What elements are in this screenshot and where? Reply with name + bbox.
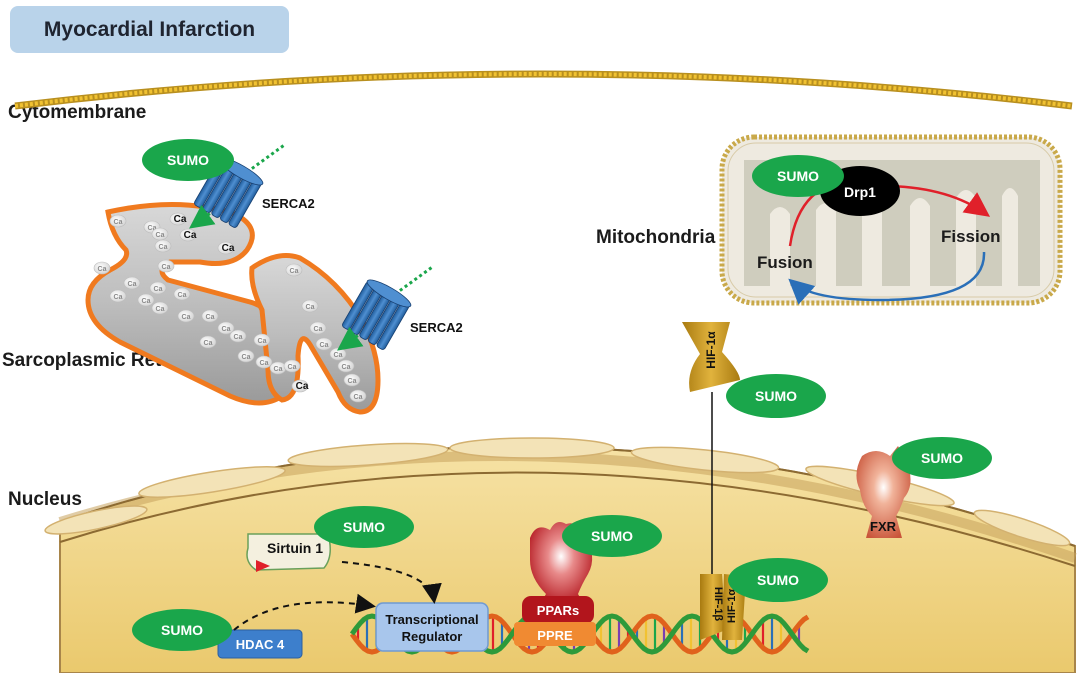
ca-ion-label: Ca — [222, 326, 231, 333]
transcriptional-regulator-label-line2: Regulator — [402, 629, 463, 644]
ca-ion-label: Ca — [354, 394, 363, 401]
sumo-label: SUMO — [755, 388, 797, 404]
ca-ion-label: Ca — [306, 304, 315, 311]
hif1a-label-cytoplasmic: HIF-1α — [704, 331, 718, 369]
serca2-pump-lower — [337, 266, 433, 351]
ca-ion-label: Ca — [314, 326, 323, 333]
ca-ion-label: Ca — [178, 292, 187, 299]
ca-ion-label: Ca — [154, 286, 163, 293]
ppars-label: PPARs — [537, 603, 579, 618]
sumo-label: SUMO — [343, 519, 385, 535]
ca-ion-label: Ca — [274, 366, 283, 373]
drp1-label: Drp1 — [844, 184, 876, 200]
cytomembrane-label: Cytomembrane — [8, 102, 147, 123]
hif1b-label: HIF-1β — [712, 587, 724, 622]
ca-ion-label: Ca — [174, 214, 187, 225]
ca-ion-label: Ca — [234, 334, 243, 341]
transcriptional-regulator-label-line1: Transcriptional — [385, 612, 478, 627]
serca2-label-upper: SERCA2 — [262, 196, 315, 211]
ppars-box — [522, 596, 594, 624]
sumo-tag-hdac4: SUMO — [132, 609, 232, 651]
nucleus-label: Nucleus — [8, 489, 82, 510]
sumo-tag-fxr: SUMO — [892, 437, 992, 479]
sumo-label: SUMO — [591, 528, 633, 544]
sarcoplasmic-reticulum — [85, 202, 381, 415]
fxr-label: FXR — [870, 519, 897, 534]
hif1b-protein — [700, 574, 726, 640]
sumo-label: SUMO — [777, 168, 819, 184]
fxr-protein — [856, 446, 911, 538]
sumo-tag-serca2: SUMO — [142, 139, 234, 181]
ca-ion-label: Ca — [156, 232, 165, 239]
ca-ion-label: Ca — [98, 266, 107, 273]
sumo-label: SUMO — [167, 152, 209, 168]
ca-ion-label: Ca — [222, 243, 235, 254]
ca-ion-label: Ca — [296, 381, 309, 392]
ca-ion-label: Ca — [288, 364, 297, 371]
serca2-pump-upper — [189, 144, 285, 229]
ca-ion-label: Ca — [148, 225, 157, 232]
ca-ion-label: Ca — [142, 298, 151, 305]
sumo-label: SUMO — [161, 622, 203, 638]
ca-ion-label: Ca — [114, 219, 123, 226]
ca-ion-label: Ca — [128, 281, 137, 288]
ppre-label: PPRE — [537, 628, 573, 643]
sumo-tags: SUMO SUMO SUMO SUMO SUMO SUMO SUMO SUMO — [132, 139, 992, 651]
ca-ion-label: Ca — [260, 360, 269, 367]
sumo-tag-ppars: SUMO — [562, 515, 662, 557]
sumo-tag-hif1a-nuclear: SUMO — [728, 558, 828, 602]
ca-ion-label: Ca — [290, 268, 299, 275]
ca-ion-label: Ca — [156, 306, 165, 313]
serca2-label-lower: SERCA2 — [410, 320, 463, 335]
sirtuin1-protein — [246, 533, 331, 571]
mitochondria-label: Mitochondria — [596, 227, 716, 248]
ca-ion-label: Ca — [342, 364, 351, 371]
hif1a-label-nuclear: HIF-1α — [726, 589, 738, 624]
ca-ion-label: Ca — [320, 342, 329, 349]
sumo-label: SUMO — [921, 450, 963, 466]
sumo-tag-drp1: SUMO — [752, 155, 844, 197]
sirtuin1-to-regulator-arrow — [341, 561, 442, 604]
diagram-title: Myocardial Infarction — [10, 6, 289, 53]
ca-ion-label: Ca — [162, 264, 171, 271]
sumo-label: SUMO — [757, 572, 799, 588]
cytomembrane — [14, 70, 1073, 110]
sirtuin1-label: Sirtuin 1 — [267, 540, 323, 556]
sumo-tag-hif1a-cytoplasmic: SUMO — [726, 374, 826, 418]
hdac4-label: HDAC 4 — [236, 637, 285, 652]
fission-to-fusion-arrow — [788, 251, 986, 305]
hdac4-to-regulator-arrow — [233, 593, 376, 631]
fusion-label: Fusion — [757, 253, 813, 272]
ca-ion-label: Ca — [204, 340, 213, 347]
ca-ion-label: Ca — [114, 294, 123, 301]
ca-ion-label: Ca — [334, 352, 343, 359]
ca-ion-label: Ca — [206, 314, 215, 321]
sumo-tag-sirtuin1: SUMO — [314, 506, 414, 548]
drp1-to-fission-arrow — [889, 184, 991, 217]
ca-ion-label: Ca — [258, 338, 267, 345]
ca-ion-label: Ca — [348, 378, 357, 385]
ca-ion-label: Ca — [182, 314, 191, 321]
hif1a-cytoplasmic — [682, 322, 740, 392]
fission-label: Fission — [941, 227, 1001, 246]
ca-ion-label: Ca — [159, 244, 168, 251]
ppre-box — [514, 622, 596, 646]
ca-ion-label: Ca — [184, 230, 197, 241]
ca-ion-label: Ca — [242, 354, 251, 361]
